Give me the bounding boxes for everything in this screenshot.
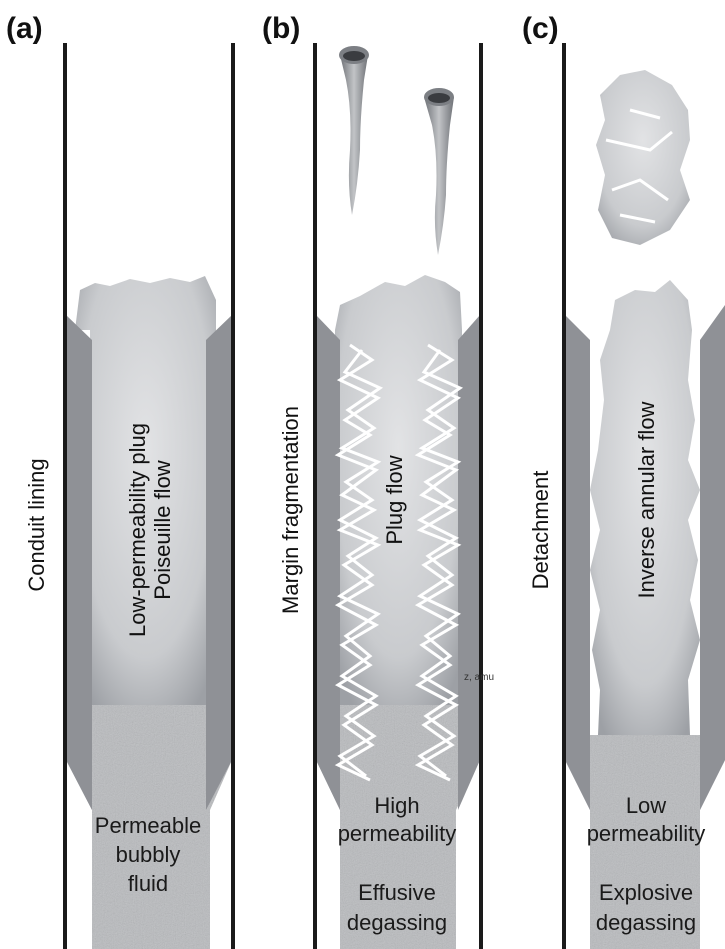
bottom-label-a-2: bubbly xyxy=(116,842,181,867)
conduit-lining-right-b xyxy=(458,315,480,810)
conduit-lining-left-c xyxy=(565,315,590,810)
conduit-lining-left-b xyxy=(316,315,340,810)
plug-label-a-1: Low-permeability plug xyxy=(125,423,150,637)
bottom-label-c-1: Low xyxy=(626,793,666,818)
plug-label-a-2: Poiseuille flow xyxy=(150,460,175,600)
plug-label-b: Plug flow xyxy=(382,455,407,544)
conduit-lining-left-a xyxy=(66,315,92,810)
bottom-label-c-2: permeability xyxy=(587,821,706,846)
ejected-fragment-1 xyxy=(339,46,369,215)
bottom-label-b-4: degassing xyxy=(347,910,447,935)
panel-label-c: (c) xyxy=(522,12,559,45)
conduit-lining-right-a xyxy=(206,315,232,810)
bottom-label-b-3: Effusive xyxy=(358,880,436,905)
side-label-c: Detachment xyxy=(528,471,553,590)
bottom-label-a-1: Permeable xyxy=(95,813,201,838)
panel-label-b: (b) xyxy=(262,12,300,45)
bottom-label-c-4: degassing xyxy=(596,910,696,935)
bottom-label-c-3: Explosive xyxy=(599,880,693,905)
ejected-fragment-2 xyxy=(424,88,454,255)
side-label-a: Conduit lining xyxy=(24,458,49,591)
bottom-label-b-2: permeability xyxy=(338,821,457,846)
plug-label-c: Inverse annular flow xyxy=(634,401,659,598)
bottom-label-a-3: fluid xyxy=(128,871,168,896)
panel-label-a: (a) xyxy=(6,12,43,45)
conduit-lining-right-c xyxy=(700,305,725,810)
stray-label-b: z, amu xyxy=(464,672,494,683)
side-label-b: Margin fragmentation xyxy=(278,406,303,614)
bottom-label-b-1: High xyxy=(374,793,419,818)
